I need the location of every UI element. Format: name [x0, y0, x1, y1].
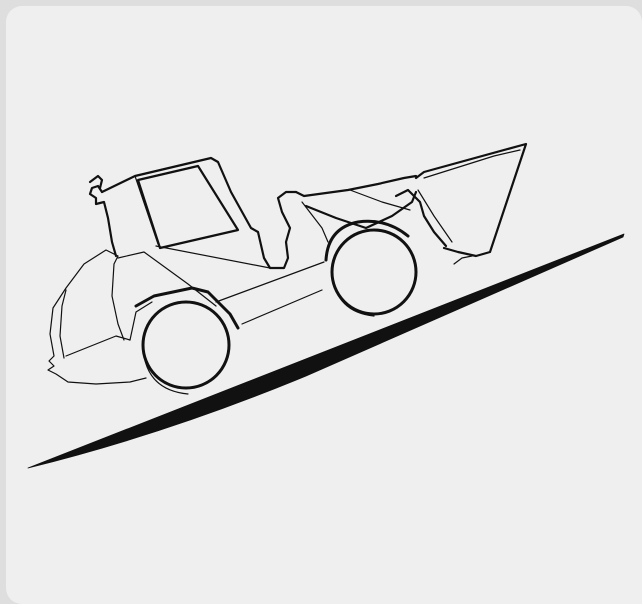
- chassis-upper-2: [155, 245, 271, 269]
- rear-body-inner: [111, 255, 125, 341]
- rear-wheel-arc: [142, 347, 189, 395]
- slope-line: [27, 233, 625, 469]
- loader-arm-lower: [304, 190, 418, 230]
- chassis-lower: [215, 261, 325, 303]
- front-wheel-arc: [331, 273, 375, 317]
- cab-window: [136, 164, 240, 250]
- cab-antenna: [88, 174, 104, 190]
- rear-fender-inner: [129, 301, 153, 341]
- cab-pillar: [134, 175, 159, 245]
- illustration-card: [6, 6, 642, 604]
- chassis-upper: [117, 251, 217, 307]
- loader-arm-upper: [294, 174, 418, 198]
- wheel-loader-on-slope-icon: [27, 142, 625, 469]
- bucket-edge: [453, 255, 473, 265]
- bucket: [414, 142, 528, 258]
- rear-fender: [134, 286, 240, 330]
- front-fender: [324, 219, 410, 262]
- rear-wheel: [141, 300, 231, 390]
- cab-outline: [100, 156, 298, 270]
- bucket-inner: [423, 149, 521, 179]
- rear-body: [47, 249, 147, 385]
- loader-arm-joint: [394, 188, 448, 248]
- rear-arm: [65, 335, 131, 357]
- cab-roof-front: [88, 184, 118, 258]
- chassis-lower-2: [241, 289, 323, 325]
- front-wheel: [330, 228, 418, 316]
- loader-cylinder: [349, 189, 411, 211]
- bucket-side: [417, 189, 453, 243]
- rear-grille: [59, 289, 67, 359]
- loader-arm-link: [301, 201, 329, 243]
